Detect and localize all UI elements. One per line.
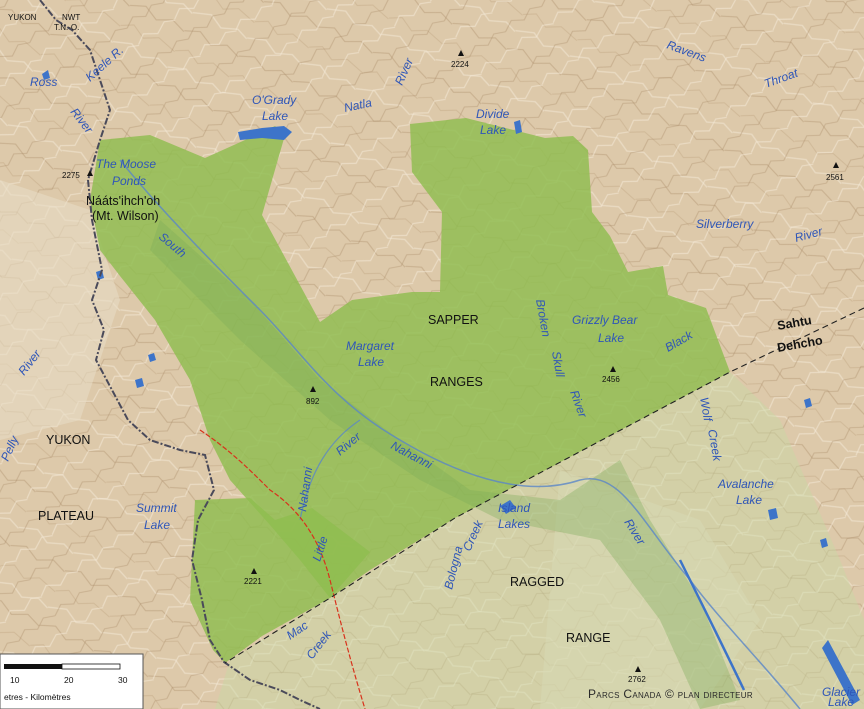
elevation-label-2221: 2221 [244,577,262,586]
scale-bar-segment-white [61,663,121,670]
scale-tick-20: 20 [64,675,74,685]
label-nwt-top: NWT [62,13,80,22]
label-ogrady: O'Grady [252,93,297,107]
avalanche-lake [768,508,778,520]
label-ross: Ross [30,75,57,89]
label-glacier-lake: Lake [828,695,854,709]
park-buffer-zone [215,372,864,709]
label-avalanche-lake: Lake [736,493,762,507]
label-margaret-lake: Lake [358,355,384,369]
elevation-marker-2221: 2221 [244,568,262,586]
elevation-label-2762: 2762 [628,675,646,684]
label-summit-lake: Lake [144,518,170,532]
scale-bar: 10 20 30 etres - Kilomètres [0,653,144,709]
label-sapper: SAPPER [428,313,479,327]
south-nahanni-river [119,159,801,709]
label-broken: Broken [533,298,553,338]
label-ragged: RAGGED [510,575,564,589]
label-peak-name: Nááts'ihch'oh [86,194,160,208]
label-island-lakes: Lakes [498,517,530,531]
scale-bar-background [0,653,144,709]
scale-units: etres - Kilomètres [4,692,71,702]
map-credit: Parcs Canada © plan directeur [588,687,753,701]
park-area-southwest [190,498,370,663]
elevation-marker-2762: 2762 [628,666,646,684]
valley-southeast [540,470,760,709]
elevation-label-2275: 2275 [62,171,80,180]
little-nahanni-river [299,419,361,521]
divide-lake [514,120,522,134]
glacier-lake [822,640,860,705]
nahanni-valley [150,220,740,709]
label-ranges: RANGES [430,375,483,389]
label-margaret: Margaret [346,339,395,353]
scale-tick-30: 30 [118,675,128,685]
valley-west [0,180,120,440]
label-sahtu: Sahtu [776,313,813,333]
label-plateau: PLATEAU [38,509,94,523]
label-silverberry: Silverberry [696,217,754,231]
label-island: Island [498,501,530,515]
label-wolf: Wolf [697,396,715,424]
small-lake-c [148,353,156,362]
label-wolf-creek: Creek [705,428,725,463]
park-area-main [90,118,730,598]
elevation-marker-2275: 2275 [62,170,93,180]
small-lake-d [804,398,812,408]
east-river-channel [678,559,746,691]
small-lake-a [42,70,50,80]
label-yukon-top: YUKON [8,13,37,22]
elevation-label-2224: 2224 [451,60,469,69]
territorial-border [39,0,321,709]
label-range: RANGE [566,631,610,645]
label-avalanche: Avalanche [717,477,774,491]
elevation-label-2561: 2561 [826,173,844,182]
elevation-label-892: 892 [306,397,320,406]
small-lake-e [820,538,828,548]
elevation-marker-2456: 2456 [602,366,620,384]
ogrady-lake [238,126,292,140]
label-moose-ponds: The Moose [96,157,156,171]
scale-bar-segment-black [4,664,62,669]
label-natla: Natla [343,95,374,115]
elevation-label-2456: 2456 [602,375,620,384]
label-little-nahanni: Nahanni [295,466,315,513]
label-yukon: YUKON [46,433,90,447]
label-summit: Summit [136,501,177,515]
label-ogrady-lake: Lake [262,109,288,123]
label-divide-lake: Lake [480,123,506,137]
label-grizzly-bear-lake: Lake [598,331,624,345]
label-grizzly-bear: Grizzly Bear [572,313,638,327]
scale-tick-10: 10 [10,675,20,685]
island-lakes [500,500,516,514]
label-moose-ponds-2: Ponds [112,174,146,188]
small-lake-b [135,378,144,388]
label-glacier: Glacier [822,685,861,699]
elevation-marker-892: 892 [306,386,320,406]
elevation-marker-2224: 2224 [451,50,469,69]
label-tno-top: T.N.-O. [54,23,79,32]
label-skull: Skull [549,350,567,378]
road [199,429,366,709]
label-divide: Divide [476,107,510,121]
elevation-marker-2561: 2561 [826,162,844,182]
label-peak-name-2: (Mt. Wilson) [92,209,159,223]
